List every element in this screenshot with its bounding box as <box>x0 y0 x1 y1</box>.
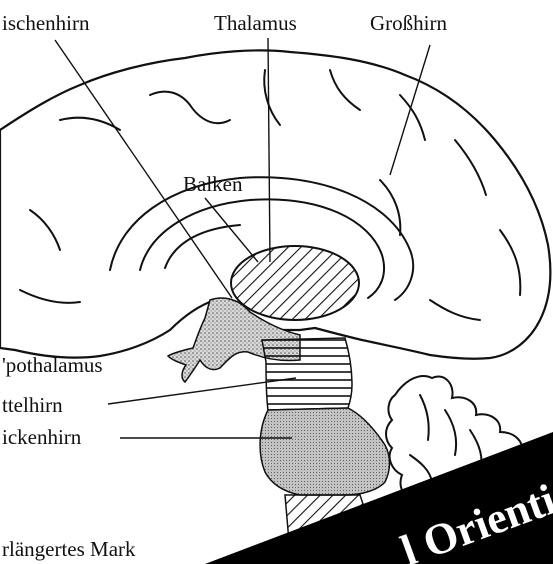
label-thalamus: Thalamus <box>214 11 297 35</box>
label-verlaengertes-mark: rlängertes Mark <box>2 537 136 561</box>
pons-region <box>260 408 389 495</box>
label-balken: Balken <box>183 172 243 196</box>
label-rueckenhirn: ickenhirn <box>2 425 82 449</box>
thalamus-region <box>231 246 359 320</box>
label-mittelhirn: ttelhirn <box>2 393 63 417</box>
midbrain-region <box>262 338 352 410</box>
label-grosshirn: Großhirn <box>370 11 447 35</box>
label-zwischenhirn: ischenhirn <box>2 11 90 35</box>
label-hypothalamus: 'pothalamus <box>2 353 103 377</box>
